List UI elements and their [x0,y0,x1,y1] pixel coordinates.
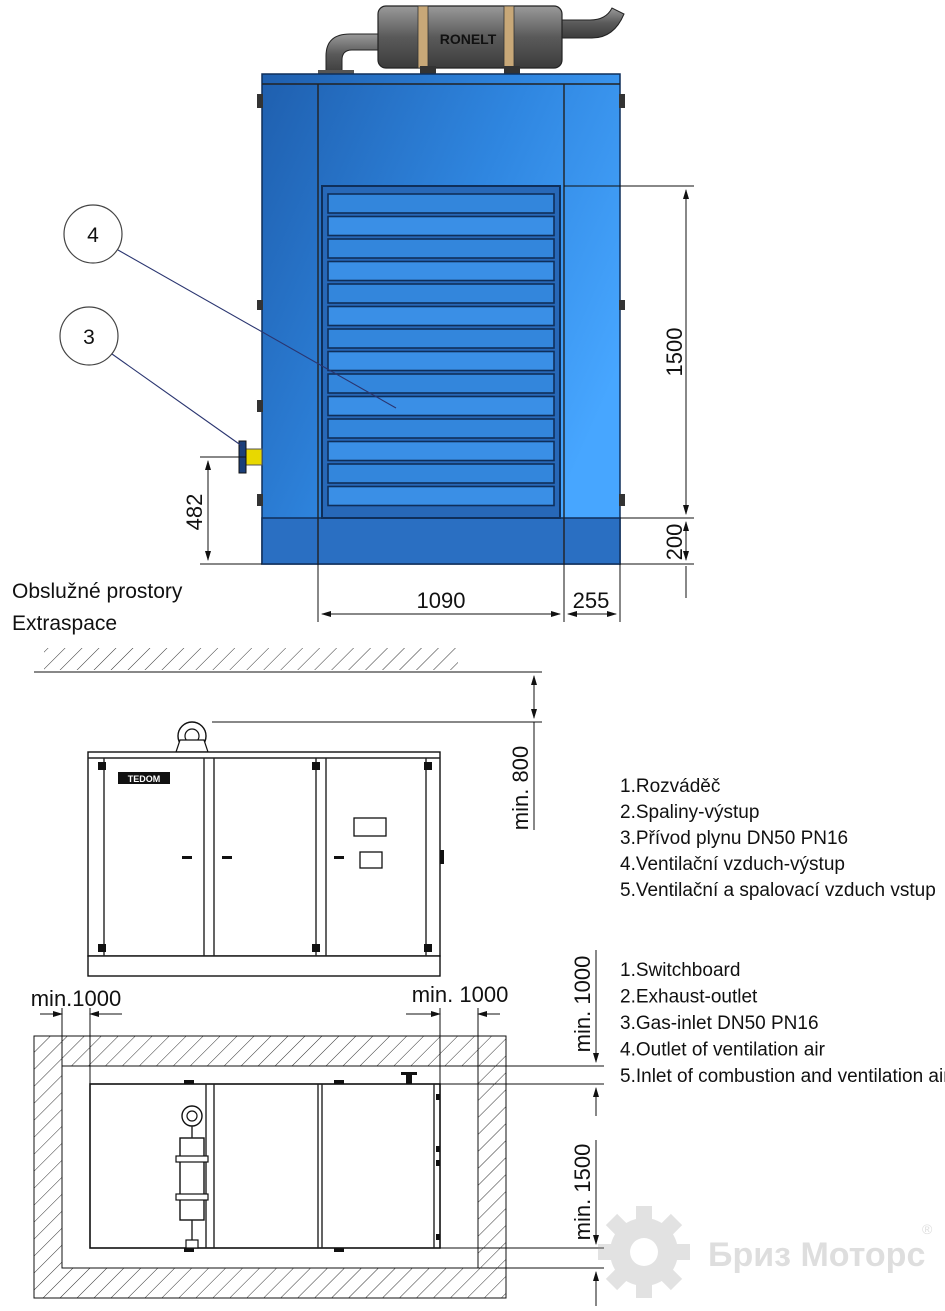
muffler-band [503,5,515,69]
side-enclosure-base [87,955,441,977]
callout-circle-4 [63,204,123,264]
louvre-slat [327,418,555,439]
plan-enclosure [89,1083,441,1249]
enclosure-base [261,517,621,565]
exhaust-elbow-left [325,33,381,75]
watermark: Бриз Моторс ® [598,1206,933,1298]
louvre-slat [327,215,555,237]
service-area-label-en: Extraspace [12,612,117,635]
plan-view: min.1000 min. 1000 min. 1000 min. 1500 [31,950,604,1306]
control-panel-display [353,817,387,837]
dim-min-800: min. 800 [508,746,533,830]
plan-muffler [179,1137,205,1221]
louvre-slat [327,463,555,484]
legend-item: 4.Outlet of ventilation air [620,1040,826,1061]
dim-width-1090: 1090 [417,588,466,613]
callout-label-4: 4 [87,224,99,247]
louvre-slat [327,328,555,349]
louvre-slat [327,193,555,214]
legend-item: 1.Switchboard [620,960,740,981]
dim-height-1500: 1500 [662,328,687,377]
exhaust-elbow-right [559,7,625,39]
muffler-brand: RONELT [440,31,497,47]
legend-item: 5.Inlet of combustion and ventilation ai… [620,1066,945,1087]
louvre-slat [327,373,555,394]
room-wall-hatch [33,1035,507,1299]
louvre-slat [327,260,555,282]
exhaust-flange [318,70,354,76]
dim-min-1000-right: min. 1000 [412,982,509,1007]
louvre-slat [327,485,555,507]
wall-hatch-top [44,648,458,670]
louvre-slat [327,305,555,327]
dim-min-1000-vertical: min. 1000 [570,956,595,1053]
plan-hinges [184,1072,440,1252]
legend-item: 2.Spaliny-výstup [620,802,759,823]
legend-item: 5.Ventilační a spalovací vzduch vstup [620,880,936,901]
dim-min-1500: min. 1500 [570,1144,595,1241]
legend-item: 1.Rozváděč [620,776,720,797]
legend-item: 3.Gas-inlet DN50 PN16 [620,1013,819,1034]
brand-plate-text: TEDOM [128,774,161,784]
muffler-band [417,5,429,69]
side-view: min. 800 TEDOM [34,648,542,977]
gas-inlet-pipe [245,448,263,466]
gear-logo-icon [598,1206,690,1298]
leader-line-4 [117,249,397,409]
dim-height-200: 200 [662,524,687,561]
dim-gas-height-482: 482 [182,494,207,531]
louvre-slat [327,440,555,462]
callout-circle-3 [59,306,119,366]
legend-english: 1.Switchboard 2.Exhaust-outlet 3.Gas-inlet… [620,960,945,1087]
legend-item: 4.Ventilační vzduch-výstup [620,854,845,875]
dim-min-1000-left: min.1000 [31,986,122,1011]
louvre-slat [327,283,555,304]
callout-label-3: 3 [83,326,95,349]
door-handles [98,762,444,952]
muffler-bracket [420,66,436,74]
brand-plate [118,772,170,784]
hinges [257,94,625,506]
leader-line-3 [111,353,243,447]
legend-item: 3.Přívod plynu DN50 PN16 [620,828,848,849]
louvre-slat [327,350,555,372]
front-view: RONELT 1500 200 482 [59,5,694,622]
control-panel-button [359,851,383,869]
louvre-slat [327,395,555,417]
muffler-bracket [504,66,520,74]
watermark-text: Бриз Моторс [708,1236,925,1274]
legend-item: 2.Exhaust-outlet [620,987,758,1008]
legend-czech: 1.Rozváděč 2.Spaliny-výstup 3.Přívod plynu… [620,776,936,901]
dim-width-255: 255 [573,588,610,613]
watermark-registered: ® [922,1221,933,1237]
louvre-slat [327,238,555,259]
service-area-label-cz: Obslužné prostory [12,580,183,603]
